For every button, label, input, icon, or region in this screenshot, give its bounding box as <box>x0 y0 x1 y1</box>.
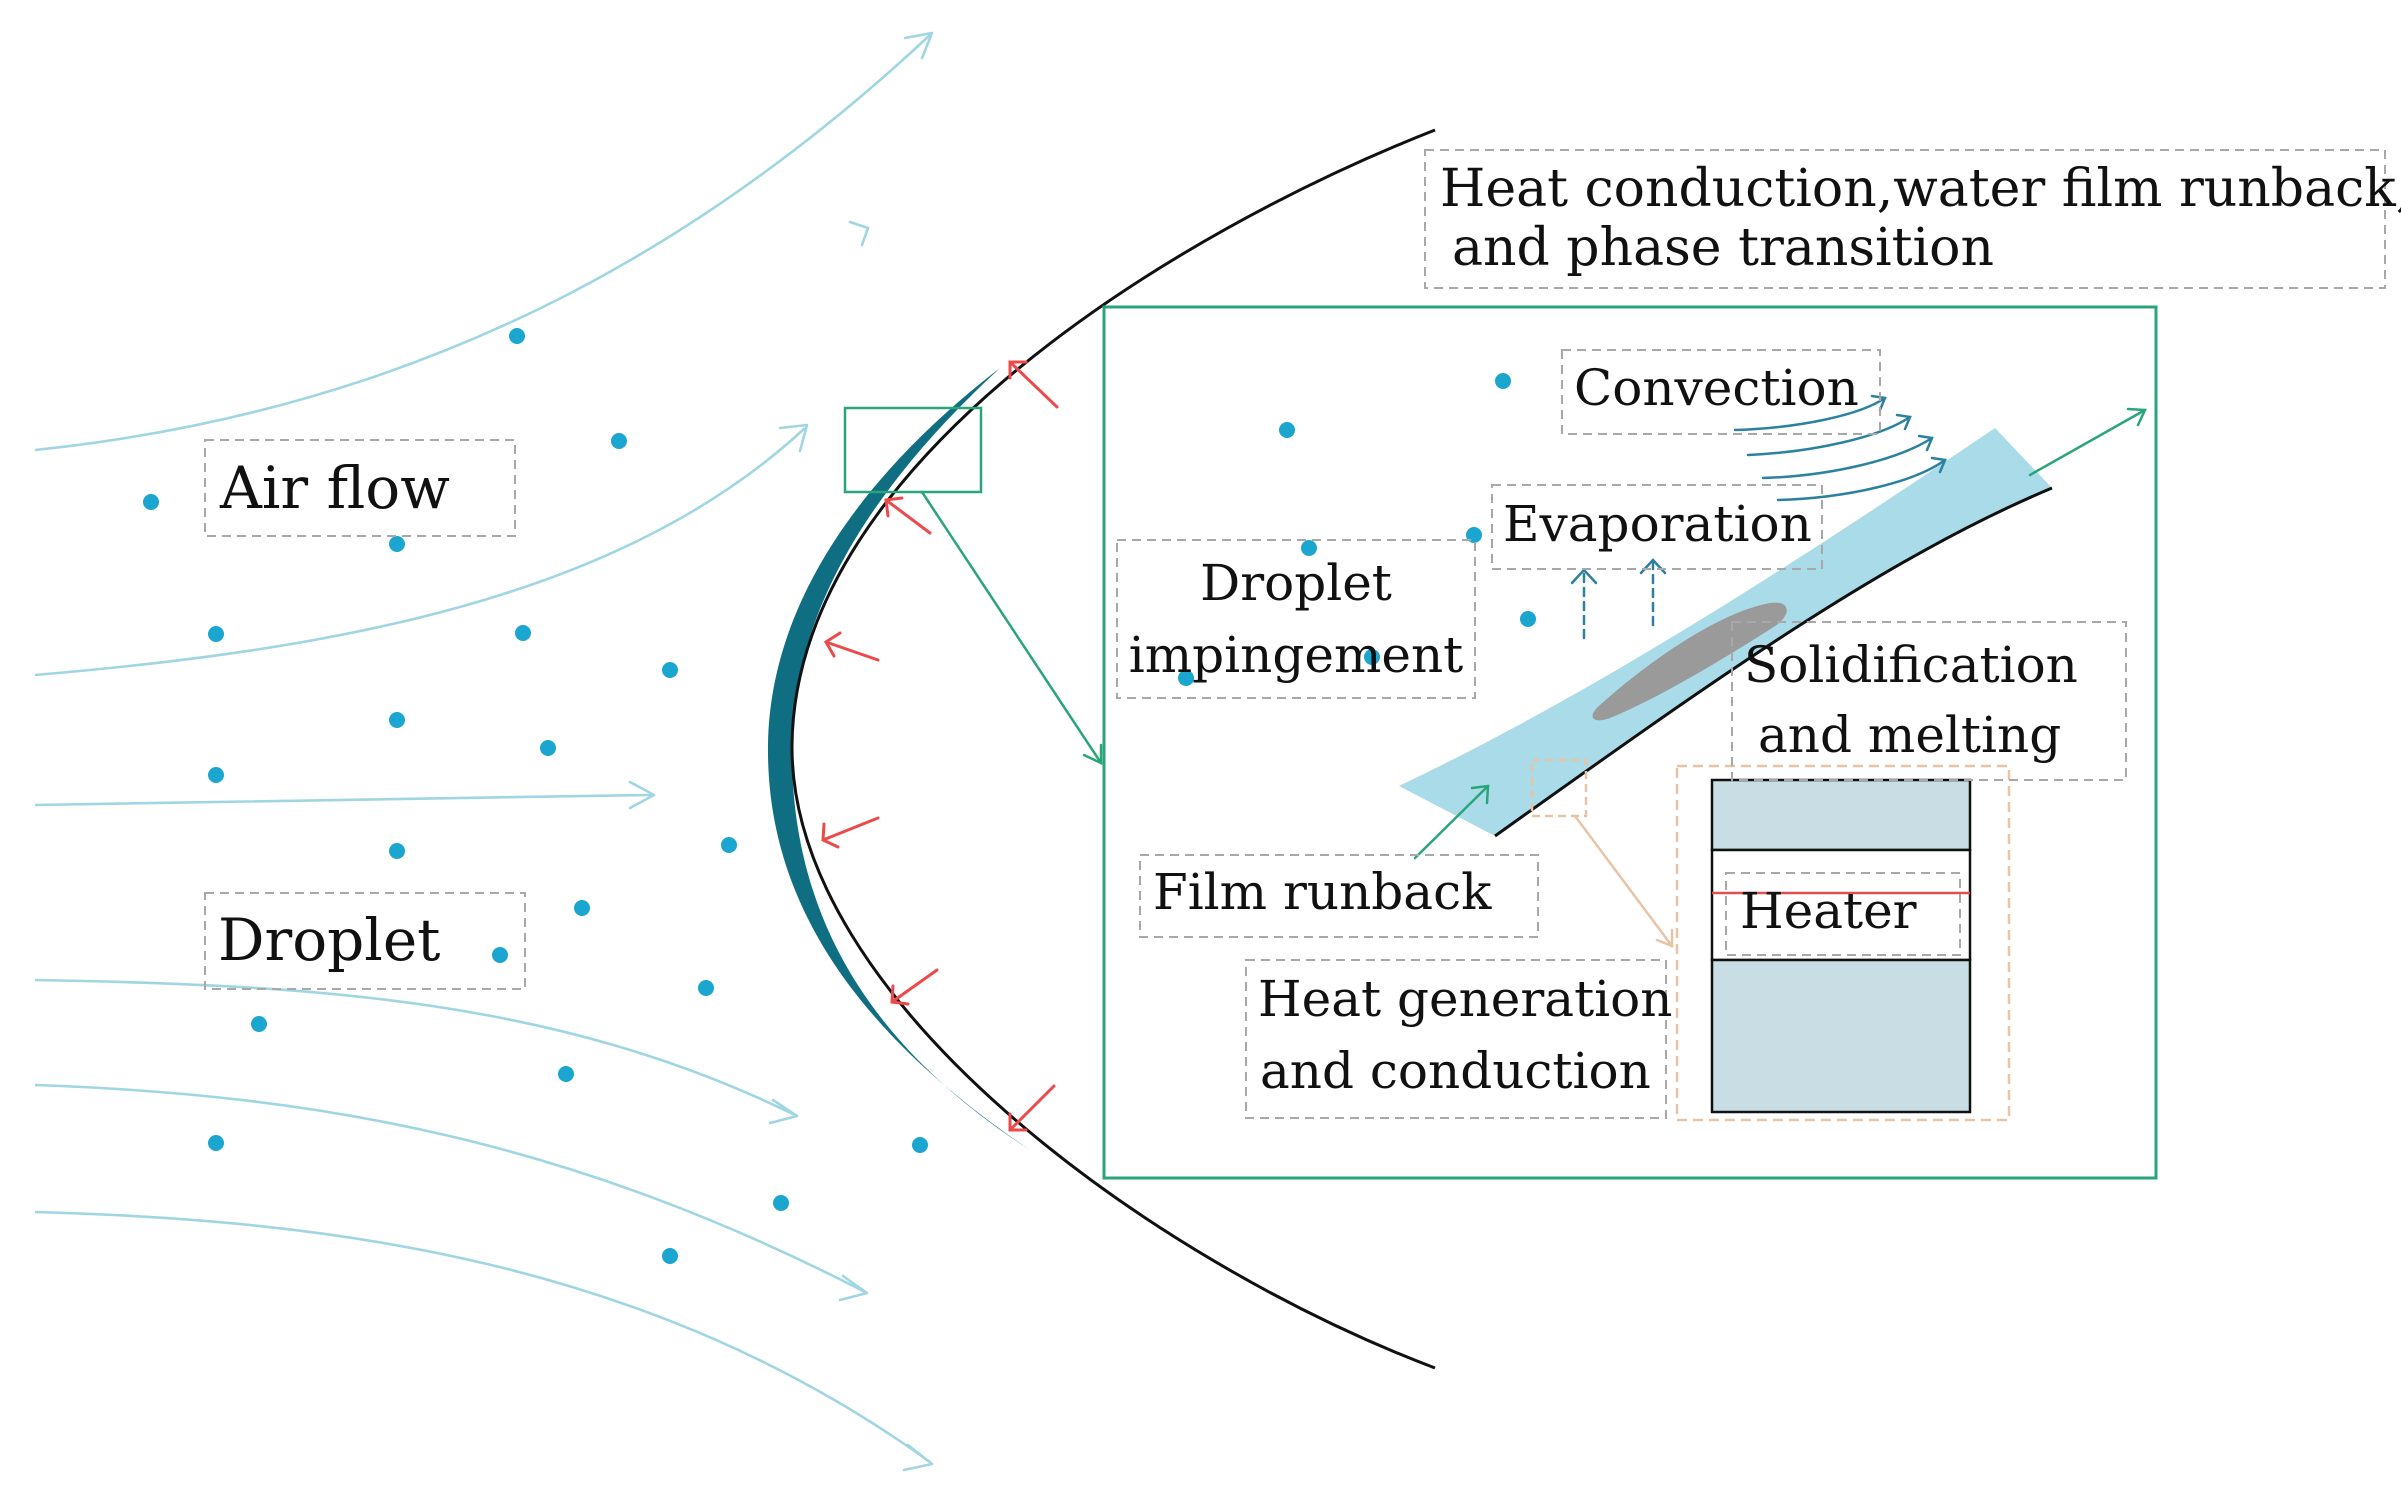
streamline-1 <box>34 34 931 452</box>
convection-arrow <box>1761 436 1934 480</box>
droplet-dot <box>208 626 224 642</box>
impingement-arrow <box>1008 1084 1056 1132</box>
droplet-dot <box>721 837 737 853</box>
heat-generation-text-1: Heat generation <box>1258 970 1672 1028</box>
droplet-dot <box>251 1016 267 1032</box>
impingement-arrow <box>823 631 880 662</box>
droplet-dot <box>540 740 556 756</box>
droplet-dot <box>558 1066 574 1082</box>
airflow-streamlines <box>34 31 934 1472</box>
streamline-arrowhead-4 <box>768 1098 799 1125</box>
zoom-connector-arrow <box>920 490 1103 765</box>
inset-surface <box>1494 486 2053 838</box>
droplet-dot <box>1364 649 1380 665</box>
droplet-dot <box>208 1135 224 1151</box>
droplet-dot <box>662 662 678 678</box>
impingement-arrows <box>821 360 1059 1132</box>
air-flow-label: Air flow <box>204 439 516 537</box>
droplet-dot <box>662 1248 678 1264</box>
droplet-impingement-label: Droplet impingement <box>1116 539 1476 699</box>
ice-patch <box>1592 602 1787 721</box>
heat-conduction-text-2: and phase transition <box>1452 218 1994 278</box>
convection-text: Convection <box>1574 359 1859 417</box>
convection-arrow <box>1776 458 1947 502</box>
droplet-label: Droplet <box>204 892 526 990</box>
heater-bottom-layer <box>1710 958 1972 1114</box>
impingement-arrow <box>821 816 880 849</box>
film-runback-label: Film runback <box>1139 854 1539 938</box>
droplet-dot <box>143 494 159 510</box>
convection-arrow <box>1733 396 1887 432</box>
streamline-3 <box>34 793 653 807</box>
film-runback-text: Film runback <box>1153 863 1492 921</box>
airfoil-surface <box>790 128 1436 1370</box>
film-runback-arrow <box>1413 784 1490 860</box>
droplet-impingement-text-1: Droplet <box>1200 554 1392 612</box>
inset-frame <box>1102 305 2158 1180</box>
evaporation-text: Evaporation <box>1503 495 1812 553</box>
runback-out-arrow <box>2028 407 2147 477</box>
ice-layer <box>767 368 1030 1150</box>
streamline-arrowhead-1 <box>903 31 934 60</box>
heat-conduction-text-1: Heat conduction,water film runback, <box>1440 159 2401 219</box>
heat-generation-label: Heat generation and conduction <box>1245 959 1672 1119</box>
streamline-2 <box>34 427 806 677</box>
droplet-dot <box>912 1137 928 1153</box>
heat-conduction-arrow <box>1573 814 1674 948</box>
heat-generation-text-2: and conduction <box>1260 1042 1651 1100</box>
solidification-text-1: Solidification <box>1744 636 2078 694</box>
droplet-dot <box>1301 540 1317 556</box>
droplet-dot <box>773 1195 789 1211</box>
streamline-5 <box>34 1083 866 1294</box>
droplet-dot <box>611 433 627 449</box>
evaporation-arrows <box>1570 558 1667 640</box>
streamline-arrowhead-5 <box>838 1274 869 1302</box>
droplet-dot <box>515 625 531 641</box>
heat-source-marker <box>1530 758 1588 818</box>
convection-arrows <box>1733 394 1947 502</box>
heater-text: Heater <box>1740 882 1917 940</box>
streamline-4 <box>34 978 796 1117</box>
impingement-arrow <box>1008 360 1059 409</box>
droplet-dot <box>574 900 590 916</box>
solidification-text-2: and melting <box>1758 706 2061 764</box>
droplet-dot <box>509 328 525 344</box>
streamline-arrowhead-6 <box>902 1443 934 1472</box>
heater-middle-layer <box>1710 848 1972 962</box>
streamline-arrowhead-3 <box>628 780 656 810</box>
droplet-dot <box>389 843 405 859</box>
heater-top-layer <box>1710 778 1972 852</box>
impingement-arrow <box>884 496 932 535</box>
droplet-dot <box>1495 373 1511 389</box>
streamline-arrowhead-2 <box>778 423 809 453</box>
droplet-dot <box>492 947 508 963</box>
droplet-dot <box>698 980 714 996</box>
convection-arrow <box>1746 415 1912 457</box>
streamline-fragment <box>848 220 870 247</box>
impingement-arrow <box>890 968 939 1006</box>
streamline-6 <box>34 1210 931 1464</box>
droplet-dot <box>1279 422 1295 438</box>
solidification-label: Solidification and melting <box>1731 621 2127 781</box>
droplet-dot <box>1178 670 1194 686</box>
droplet-dot <box>389 712 405 728</box>
air-flow-text: Air flow <box>219 454 450 522</box>
droplets <box>143 328 928 1264</box>
droplet-dot <box>1520 611 1536 627</box>
heater-stack: Heater <box>1675 764 2011 1122</box>
droplet-dot <box>389 536 405 552</box>
heater-region-outline <box>1675 764 2011 1122</box>
droplet-text: Droplet <box>218 906 440 974</box>
droplet-dot <box>208 767 224 783</box>
droplet-impingement-text-2: impingement <box>1129 626 1464 684</box>
convection-label: Convection <box>1561 349 1881 435</box>
evaporation-label: Evaporation <box>1491 484 1823 570</box>
heat-conduction-label: Heat conduction,water film runback, and … <box>1424 149 2401 289</box>
zoom-region-box <box>843 406 983 494</box>
